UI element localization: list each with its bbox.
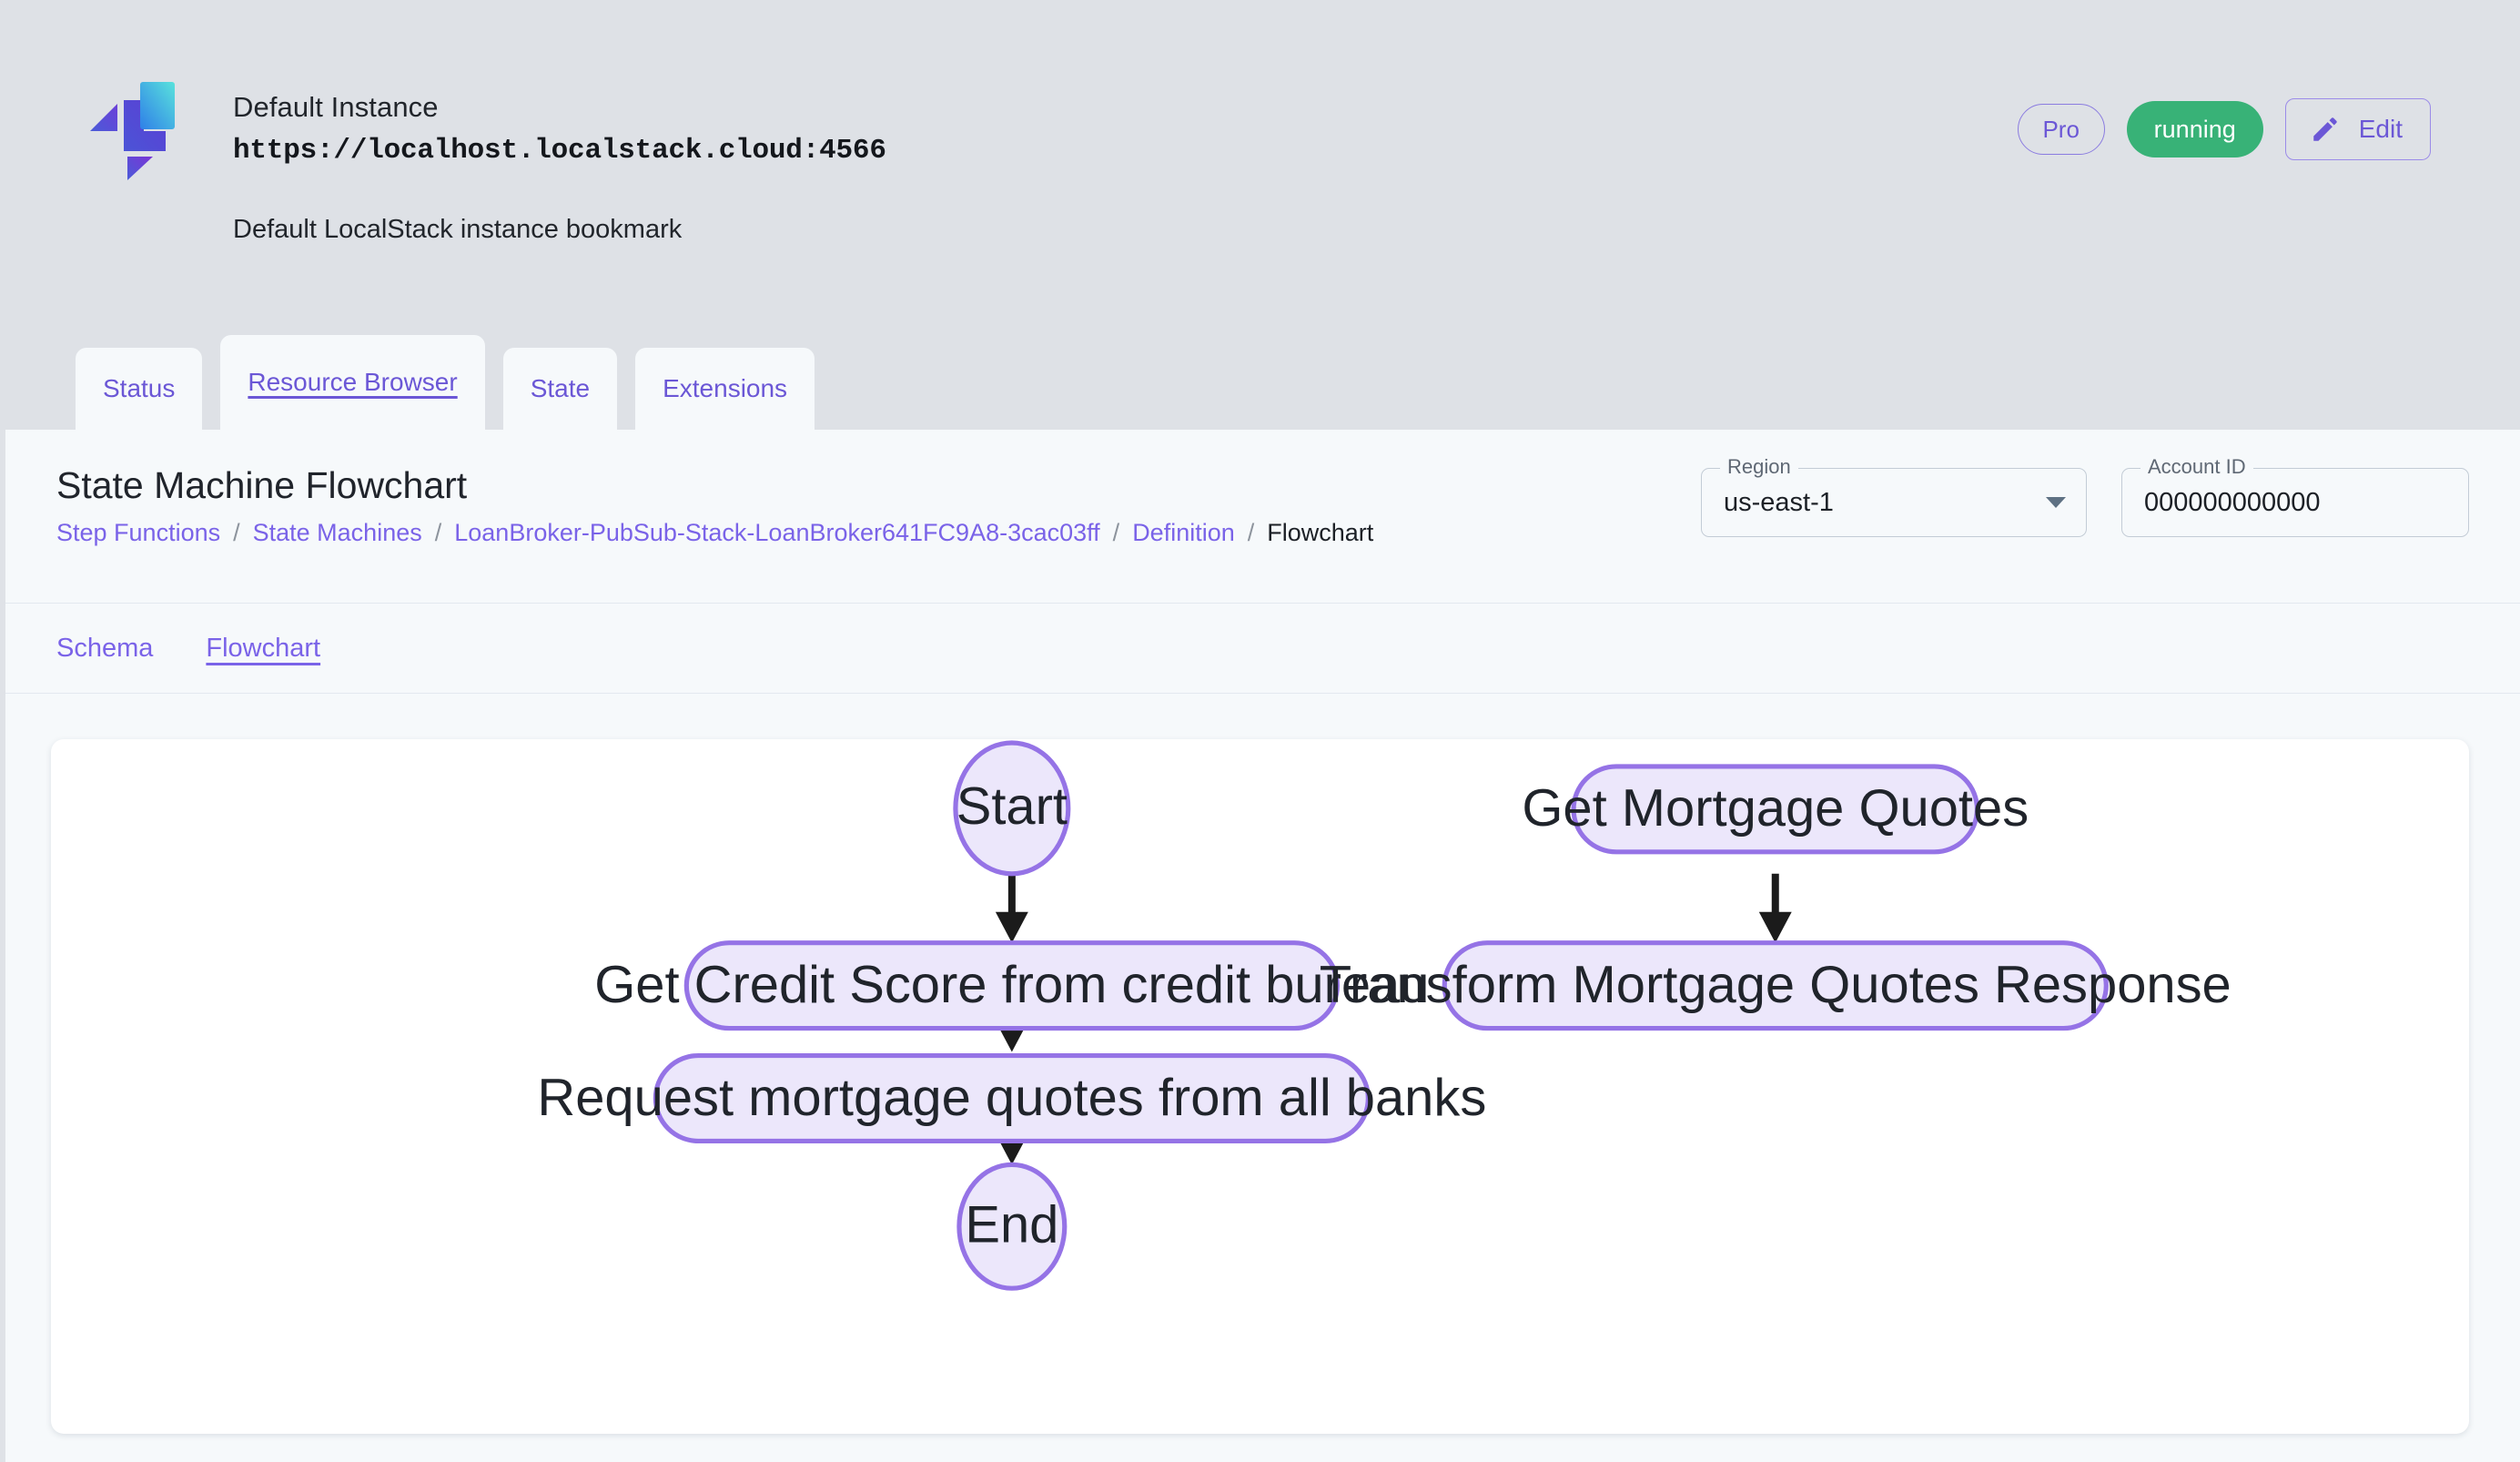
instance-description: Default LocalStack instance bookmark (233, 215, 683, 244)
pencil-icon (2310, 114, 2341, 145)
tab-state[interactable]: State (502, 348, 618, 430)
region-select-value: us-east-1 (1724, 487, 1834, 517)
breadcrumb-item-state-machine-name[interactable]: LoanBroker-PubSub-Stack-LoanBroker641FC9… (454, 519, 1100, 546)
instance-name: Default Instance (233, 91, 439, 123)
breadcrumb-separator: / (1247, 519, 1255, 546)
flow-node-start[interactable]: Start (953, 740, 1071, 877)
flow-node-end[interactable]: End (956, 1162, 1068, 1291)
flowchart-card: Start Get Credit Score from credit burea… (51, 739, 2469, 1434)
status-badge: running (2126, 101, 2263, 157)
flow-node-get-credit-score[interactable]: Get Credit Score from credit bureau (594, 940, 1429, 1031)
instance-url: https://localhost.localstack.cloud:4566 (233, 134, 886, 167)
view-subtabs: Schema Flowchart (5, 604, 2520, 694)
flow-node-start-label: Start (956, 777, 1068, 836)
flow-node-transform-mortgage-quotes-response-label: Transform Mortgage Quotes Response (1320, 956, 2232, 1014)
edit-button-label: Edit (2358, 115, 2403, 143)
flow-node-get-credit-score-label: Get Credit Score from credit bureau (594, 956, 1429, 1014)
subtab-schema[interactable]: Schema (56, 633, 154, 663)
instance-brand: Default Instance https://localhost.local… (89, 80, 886, 180)
breadcrumb-item-state-machines[interactable]: State Machines (252, 519, 422, 546)
account-id-value: 000000000000 (2144, 487, 2321, 517)
tab-status[interactable]: Status (76, 348, 203, 430)
breadcrumb-item-step-functions[interactable]: Step Functions (56, 519, 221, 546)
region-select[interactable]: Region us-east-1 (1701, 455, 2087, 537)
subtab-flowchart[interactable]: Flowchart (206, 633, 321, 663)
account-id-field[interactable]: Account ID 000000000000 (2121, 455, 2469, 537)
region-select-label: Region (1720, 455, 1798, 479)
pro-badge[interactable]: Pro (2017, 104, 2105, 155)
breadcrumb-separator: / (434, 519, 442, 546)
context-selectors: Region us-east-1 Account ID 000000000000 (1701, 455, 2469, 537)
breadcrumb-separator: / (1112, 519, 1120, 546)
page-header-bar: State Machine Flowchart Step Functions /… (5, 430, 2520, 604)
flow-node-transform-mortgage-quotes-response[interactable]: Transform Mortgage Quotes Response (1320, 940, 2232, 1031)
flow-edge-start-to-credit (995, 873, 1028, 943)
breadcrumb-separator: / (233, 519, 240, 546)
flow-edge-quotes-to-transform (1758, 873, 1792, 943)
flow-node-end-label: End (965, 1196, 1058, 1254)
account-id-label: Account ID (2140, 455, 2253, 479)
tab-extensions[interactable]: Extensions (635, 348, 815, 430)
localstack-logo-icon (89, 80, 177, 180)
chevron-down-icon (2046, 497, 2066, 508)
instance-header: Default Instance https://localhost.local… (0, 0, 2520, 430)
flow-node-get-mortgage-quotes[interactable]: Get Mortgage Quotes (1522, 764, 2029, 855)
tab-resource-browser-label: Resource Browser (248, 368, 458, 396)
breadcrumb-item-definition[interactable]: Definition (1132, 519, 1235, 546)
breadcrumb-item-flowchart: Flowchart (1267, 519, 1374, 546)
edit-button[interactable]: Edit (2284, 98, 2431, 160)
state-machine-flowchart[interactable]: Start Get Credit Score from credit burea… (51, 739, 2469, 1434)
flow-node-get-mortgage-quotes-label: Get Mortgage Quotes (1522, 779, 2029, 838)
main-tabs: Status Resource Browser State Extensions (76, 335, 815, 430)
tab-extensions-label: Extensions (663, 374, 788, 402)
tab-status-label: Status (103, 374, 176, 402)
header-actions: Pro running Edit (2017, 98, 2431, 160)
breadcrumb: Step Functions / State Machines / LoanBr… (56, 519, 1373, 547)
page-title: State Machine Flowchart (56, 464, 468, 506)
flow-node-request-mortgage-quotes[interactable]: Request mortgage quotes from all banks (537, 1052, 1486, 1144)
tab-resource-browser[interactable]: Resource Browser (220, 335, 485, 430)
tab-state-label: State (530, 374, 591, 402)
flow-node-request-mortgage-quotes-label: Request mortgage quotes from all banks (537, 1069, 1486, 1127)
